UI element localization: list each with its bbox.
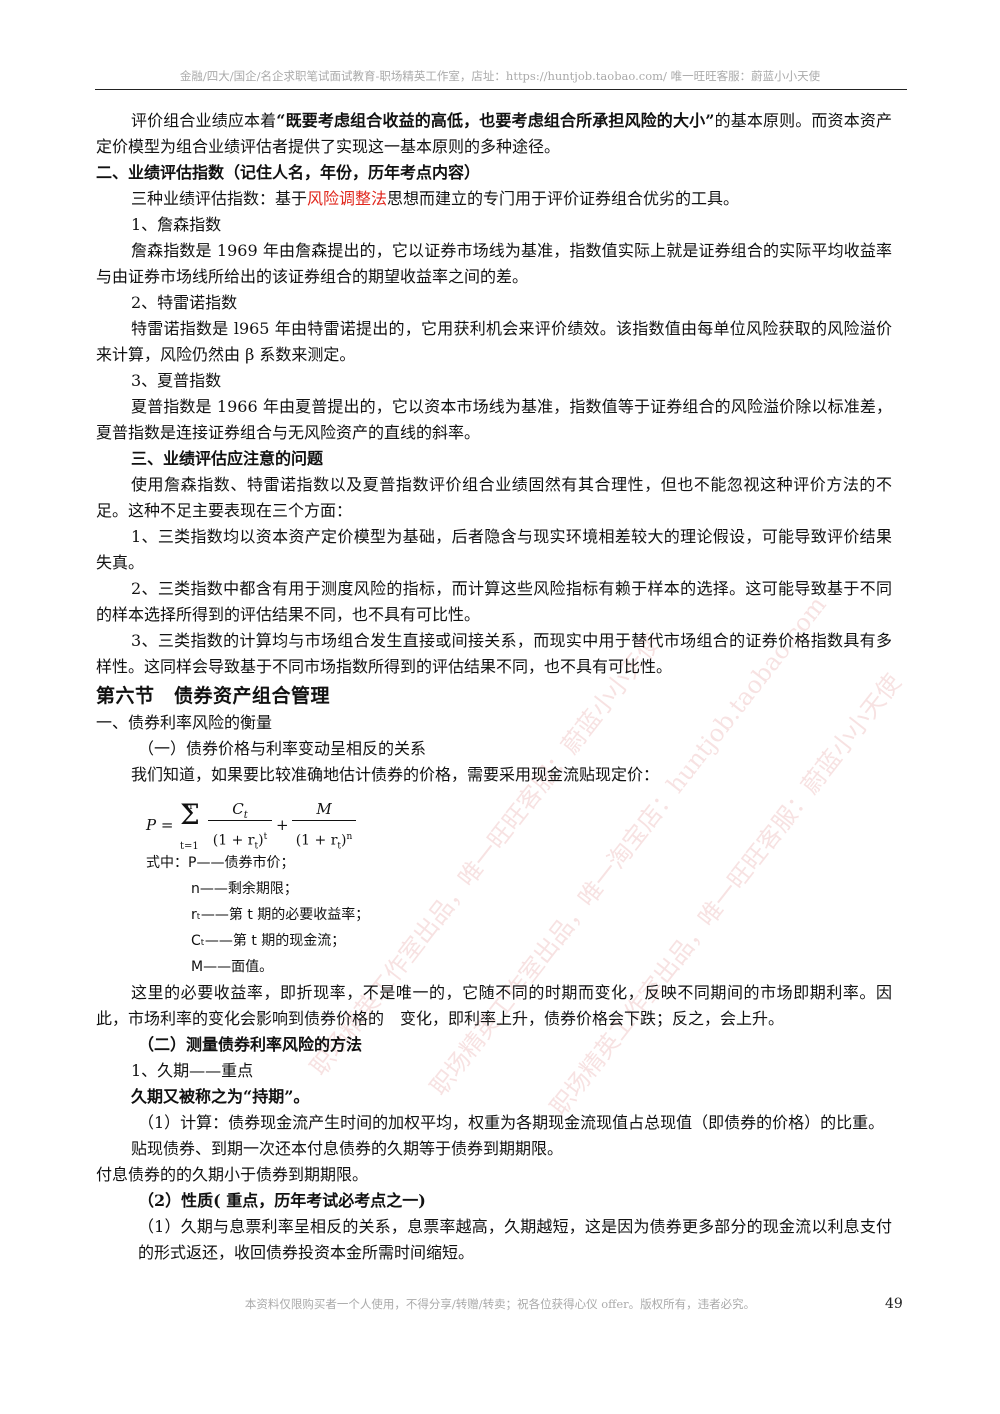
section-six-title: 第六节 债券资产组合管理 — [96, 685, 331, 707]
sharpe-text: 夏普指数是 1966 年由夏普提出的，它以资本市场线为基准，指数值等于证券组合的… — [96, 397, 892, 442]
price-rate-relation-heading: （一）债券价格与利率变动呈相反的关系 — [138, 739, 427, 758]
bond-price-formula: P = n Σ t=1 Ct (1 + rt)t + M (1 + rt)n — [146, 794, 892, 852]
variable-m: M——面值。 — [191, 959, 274, 975]
variable-n: n——剩余期限； — [191, 881, 298, 897]
page-footer: 本资料仅限购买者一个人使用，不得分享/转赠/转卖；祝各位获得心仪 offer。版… — [244, 1297, 756, 1311]
header-divider — [95, 89, 907, 90]
intro-paragraph: 评价组合业绩应本着“既要考虑组合收益的高低，也要考虑组合所承担风险的大小”的基本… — [96, 108, 892, 160]
jensen-text: 詹森指数是 1969 年由詹森提出的，它以证券市场线为基准，指数值实际上就是证券… — [96, 241, 892, 286]
formula-sum-symbol: Σ — [180, 798, 200, 831]
fraction-2-den-close: ) — [341, 832, 347, 849]
issue-point-1: 1、三类指数均以资本资产定价模型为基础，后者隐含与现实环境相差较大的理论假设，可… — [96, 527, 892, 572]
heading-evaluation-indices: 二、业绩评估指数（记住人名，年份，历年考点内容） — [96, 163, 481, 182]
fraction-2-den-text: (1 + r — [295, 832, 338, 849]
variable-ct: Cₜ——第 t 期的现金流； — [191, 933, 346, 949]
intro-text-a: 评价组合业绩应本着 — [131, 111, 277, 130]
intro-text-c: 的基本原则。而资本资产定价模型为组合业绩评估者提供了实现这一基本原则的多种途径。 — [96, 111, 892, 156]
treynor-title: 2、特雷诺指数 — [131, 293, 238, 312]
variable-p: 式中：P——债券市价； — [146, 855, 295, 871]
fraction-1-den-close: ) — [258, 832, 264, 849]
fraction-1-denominator: (1 + rt)t — [208, 824, 272, 859]
duration-calculation: （1）计算：债券现金流产生时间的加权平均，权重为各期现金流现值占总现值（即债券的… — [138, 1113, 885, 1132]
duration-title: 1、久期——重点 — [131, 1061, 254, 1080]
rate-change-paragraph: 这里的必要收益率，即折现率，不是唯一的，它随不同的时期而变化，反映不同期间的市场… — [96, 983, 892, 1028]
fraction-1-numerator-sub: t — [243, 810, 248, 821]
duration-alias: 久期又被称之为“持期”。 — [131, 1087, 310, 1106]
fraction-1-numerator: C — [232, 800, 244, 818]
indices-intro: 三种业绩评估指数：基于风险调整法思想而建立的专门用于评价证券组合优劣的工具。 — [96, 186, 892, 212]
fraction-2-den-sup: n — [346, 832, 353, 842]
formula-lhs: P = — [146, 816, 174, 834]
intro-principle: “既要考虑组合收益的高低，也要考虑组合所承担风险的大小” — [276, 111, 715, 130]
formula-intro: 我们知道，如果要比较准确地估计债券的价格，需要采用现金流贴现定价： — [131, 765, 660, 784]
fraction-1-den-text: (1 + r — [212, 832, 255, 849]
measure-rate-risk-heading: （二）测量债券利率风险的方法 — [138, 1035, 363, 1054]
treynor-text: 特雷诺指数是 l965 年由特雷诺提出的，它用获利机会来评价绩效。该指数值由每单… — [96, 319, 892, 364]
fraction-2-den-sub: t — [337, 841, 342, 852]
variable-rt: rₜ——第 t 期的必要收益率； — [191, 907, 370, 923]
risk-adjusted-keyword: 风险调整法 — [307, 189, 388, 208]
jensen-title: 1、詹森指数 — [131, 215, 222, 234]
fraction-2-bar — [292, 820, 356, 821]
duration-properties-heading: （2）性质( 重点，历年考试必考点之一) — [138, 1191, 426, 1210]
formula-sum-top: n — [186, 801, 193, 812]
formula-sum-bottom: t=1 — [180, 841, 199, 852]
coupon-bond-duration: 付息债券的的久期小于债券到期期限。 — [96, 1165, 369, 1184]
formula-fraction-1: Ct — [208, 796, 272, 829]
discount-bond-duration: 贴现债券、到期一次还本付息债券的久期等于债券到期期限。 — [131, 1139, 564, 1158]
fraction-1-den-sup: t — [263, 832, 268, 842]
indices-intro-c: 思想而建立的专门用于评价证券组合优劣的工具。 — [387, 189, 740, 208]
formula-plus: + — [276, 816, 289, 834]
issue-point-3: 3、三类指数的计算均与市场组合发生直接或间接关系，而现实中用于替代市场组合的证券… — [96, 631, 892, 676]
issue-point-2: 2、三类指数中都含有用于测度风险的指标，而计算这些风险指标有赖于样本的选择。这可… — [96, 579, 892, 624]
fraction-1-bar — [208, 820, 272, 821]
issues-intro: 使用詹森指数、特雷诺指数以及夏普指数评价组合业绩固然有其合理性，但也不能忽视这种… — [96, 475, 892, 520]
fraction-2-denominator: (1 + rt)n — [292, 824, 356, 859]
fraction-1-den-sub: t — [254, 841, 259, 852]
formula-variables: 式中：P——债券市价； n——剩余期限； rₜ——第 t 期的必要收益率； Cₜ… — [146, 850, 892, 980]
heading-evaluation-issues: 三、业绩评估应注意的问题 — [131, 449, 324, 468]
page-header: 金融/四大/国企/名企求职笔试面试教育-职场精英工作室，店址：https://h… — [179, 69, 821, 83]
indices-intro-a: 三种业绩评估指数：基于 — [131, 189, 308, 208]
formula-fraction-2: M — [292, 796, 356, 822]
page-number: 49 — [885, 1296, 903, 1312]
document-body: 评价组合业绩应本着“既要考虑组合收益的高低，也要考虑组合所承担风险的大小”的基本… — [96, 108, 892, 1266]
bond-rate-risk-heading: 一、债券利率风险的衡量 — [96, 713, 273, 732]
sharpe-title: 3、夏普指数 — [131, 371, 222, 390]
duration-property-1: （1）久期与息票利率呈相反的关系，息票率越高，久期越短，这是因为债券更多部分的现… — [138, 1217, 892, 1262]
fraction-2-numerator: M — [316, 800, 332, 818]
